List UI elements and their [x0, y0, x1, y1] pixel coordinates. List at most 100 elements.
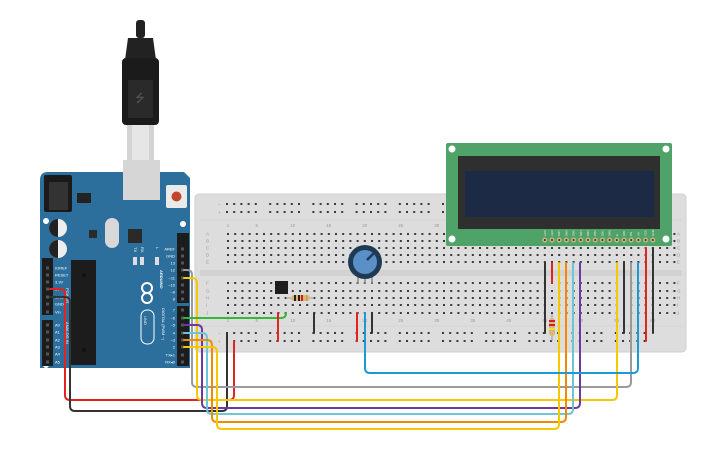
breadboard-hole[interactable] [227, 240, 229, 242]
breadboard-hole[interactable] [342, 282, 345, 284]
breadboard-hole[interactable] [241, 240, 244, 242]
breadboard-hole[interactable] [227, 254, 229, 256]
rail-hole[interactable] [485, 332, 488, 334]
rail-hole[interactable] [312, 211, 315, 213]
breadboard-hole[interactable] [471, 290, 474, 292]
breadboard-hole[interactable] [464, 304, 467, 306]
breadboard-hole[interactable] [291, 312, 294, 314]
breadboard-hole[interactable] [407, 233, 409, 235]
rail-hole[interactable] [463, 332, 466, 334]
breadboard-hole[interactable] [299, 304, 301, 306]
breadboard-hole[interactable] [515, 312, 517, 314]
breadboard-hole[interactable] [479, 247, 481, 249]
breadboard-hole[interactable] [673, 254, 676, 256]
breadboard-hole[interactable] [363, 304, 366, 306]
rail-hole[interactable] [398, 340, 401, 342]
rail-hole[interactable] [398, 203, 401, 205]
header-pin[interactable] [181, 360, 184, 364]
breadboard-hole[interactable] [536, 282, 539, 284]
breadboard-hole[interactable] [522, 304, 525, 306]
rail-hole[interactable] [283, 340, 286, 342]
breadboard-hole[interactable] [435, 240, 438, 242]
breadboard-hole[interactable] [450, 254, 453, 256]
breadboard-hole[interactable] [659, 304, 661, 306]
rail-hole[interactable] [535, 332, 538, 334]
rail-hole[interactable] [334, 332, 336, 334]
rail-hole[interactable] [470, 340, 473, 342]
breadboard-hole[interactable] [623, 254, 625, 256]
breadboard-hole[interactable] [327, 254, 330, 256]
rail-hole[interactable] [427, 340, 430, 342]
breadboard-hole[interactable] [579, 247, 582, 249]
rail-hole[interactable] [247, 340, 250, 342]
breadboard-hole[interactable] [363, 240, 366, 242]
rail-hole[interactable] [406, 211, 408, 213]
rail-hole[interactable] [276, 203, 279, 205]
breadboard-hole[interactable] [385, 290, 388, 292]
breadboard-hole[interactable] [399, 240, 402, 242]
breadboard-hole[interactable] [529, 290, 532, 292]
breadboard-hole[interactable] [414, 297, 417, 299]
breadboard-hole[interactable] [522, 290, 525, 292]
breadboard-hole[interactable] [392, 290, 395, 292]
green-pin6-wire[interactable] [183, 312, 287, 319]
breadboard-hole[interactable] [407, 290, 409, 292]
breadboard-hole[interactable] [558, 261, 561, 263]
rail-hole[interactable] [377, 332, 380, 334]
breadboard-hole[interactable] [335, 233, 337, 235]
breadboard-hole[interactable] [443, 233, 445, 235]
breadboard-hole[interactable] [313, 282, 316, 284]
rail-hole[interactable] [413, 203, 416, 205]
breadboard-hole[interactable] [284, 247, 287, 249]
breadboard-hole[interactable] [299, 290, 301, 292]
header-pin[interactable] [181, 316, 184, 320]
breadboard-hole[interactable] [435, 254, 438, 256]
power-header[interactable] [42, 258, 53, 315]
breadboard-hole[interactable] [255, 290, 258, 292]
breadboard-hole[interactable] [263, 304, 265, 306]
breadboard-hole[interactable] [335, 297, 337, 299]
breadboard-hole[interactable] [241, 304, 244, 306]
breadboard-hole[interactable] [270, 304, 273, 306]
breadboard-hole[interactable] [464, 247, 467, 249]
blue-pot-wiper-wire[interactable] [364, 262, 639, 374]
breadboard-hole[interactable] [450, 290, 453, 292]
breadboard-hole[interactable] [241, 312, 244, 314]
breadboard-hole[interactable] [371, 304, 373, 306]
breadboard-hole[interactable] [306, 254, 309, 256]
rail-hole[interactable] [290, 203, 293, 205]
rail-hole[interactable] [542, 332, 545, 334]
rail-hole[interactable] [334, 340, 336, 342]
rail-hole[interactable] [276, 211, 279, 213]
breadboard-hole[interactable] [378, 233, 381, 235]
breadboard-hole[interactable] [443, 247, 445, 249]
breadboard-hole[interactable] [594, 261, 597, 263]
breadboard-hole[interactable] [234, 261, 237, 263]
breadboard-hole[interactable] [335, 312, 337, 314]
breadboard-hole[interactable] [255, 247, 258, 249]
breadboard-hole[interactable] [421, 304, 424, 306]
breadboard-hole[interactable] [450, 297, 453, 299]
rail-hole[interactable] [406, 340, 408, 342]
breadboard-hole[interactable] [320, 240, 323, 242]
header-pin[interactable] [46, 287, 49, 291]
breadboard-hole[interactable] [587, 297, 589, 299]
breadboard-hole[interactable] [659, 261, 661, 263]
rail-hole[interactable] [427, 203, 430, 205]
breadboard-hole[interactable] [392, 312, 395, 314]
rail-hole[interactable] [362, 211, 365, 213]
breadboard-hole[interactable] [248, 297, 251, 299]
breadboard-hole[interactable] [673, 304, 676, 306]
breadboard-hole[interactable] [356, 240, 359, 242]
breadboard-hole[interactable] [349, 297, 352, 299]
rail-hole[interactable] [398, 211, 401, 213]
breadboard-hole[interactable] [450, 282, 453, 284]
breadboard-hole[interactable] [443, 240, 445, 242]
breadboard-hole[interactable] [428, 254, 431, 256]
breadboard-hole[interactable] [443, 290, 445, 292]
breadboard-hole[interactable] [248, 282, 251, 284]
breadboard-hole[interactable] [464, 254, 467, 256]
breadboard-hole[interactable] [414, 233, 417, 235]
rail-hole[interactable] [492, 340, 495, 342]
